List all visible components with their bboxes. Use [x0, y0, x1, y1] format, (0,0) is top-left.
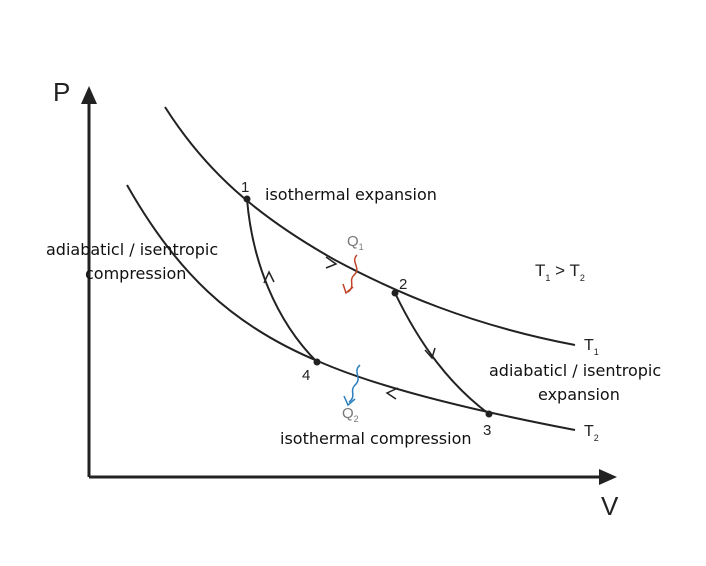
y-axis-arrow — [81, 86, 97, 104]
adiabat-compression-curve — [246, 198, 318, 363]
state-point-1 — [243, 195, 251, 203]
state-point-3 — [485, 410, 493, 418]
adiabatic-expansion-label-line1: adiabaticl / isentropic — [489, 361, 661, 380]
y-axis-label: P — [53, 77, 70, 107]
heat-in-arrowhead — [342, 283, 354, 295]
adiabatic-compression-label-line2: compression — [85, 264, 186, 283]
heat-out-label: Q2 — [342, 405, 359, 424]
isotherm-t2-curve — [126, 184, 576, 431]
isotherm-t2-label: T2 — [584, 423, 599, 443]
isotherm-t1-curve — [164, 106, 576, 346]
heat-in-wavy-arrow — [347, 254, 358, 293]
temperature-condition: T1 > T2 — [535, 261, 585, 283]
direction-arrow-1-2 — [325, 256, 338, 269]
state-label-1: 1 — [241, 179, 249, 196]
heat-out-arrowhead — [343, 395, 356, 407]
isotherm-t1-label: T1 — [584, 337, 599, 357]
adiabatic-expansion-label-line2: expansion — [538, 385, 620, 404]
x-axis-arrow — [599, 469, 617, 485]
heat-out-wavy-arrow — [348, 364, 361, 403]
state-label-4: 4 — [302, 367, 310, 384]
adiabat-expansion-curve — [394, 292, 490, 415]
state-point-2 — [391, 289, 399, 297]
x-axis-label: V — [601, 491, 619, 521]
state-point-4 — [313, 358, 321, 366]
direction-arrow-2-3 — [424, 347, 436, 360]
isothermal-compression-label: isothermal compression — [280, 429, 472, 448]
isothermal-expansion-label: isothermal expansion — [265, 185, 437, 204]
state-label-2: 2 — [399, 276, 407, 293]
heat-in-label: Q1 — [347, 233, 364, 252]
direction-arrow-4-1 — [263, 270, 275, 284]
direction-arrow-3-4 — [385, 387, 399, 400]
state-label-3: 3 — [483, 422, 491, 439]
adiabatic-compression-label-line1: adiabaticl / isentropic — [46, 240, 218, 259]
